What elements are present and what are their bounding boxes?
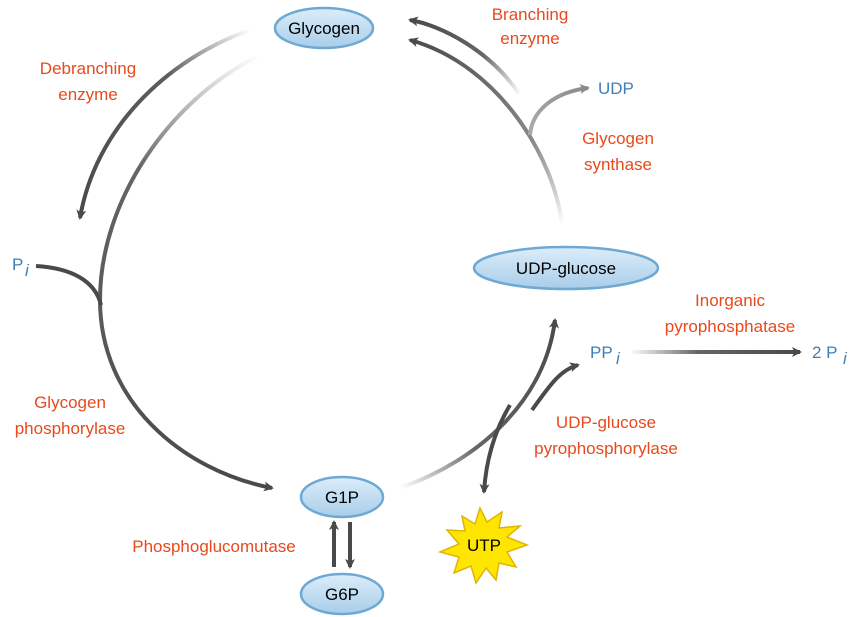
glycogen-label: Glycogen [288, 19, 360, 38]
utp-burst: UTP [437, 506, 530, 585]
svg-text:pyrophosphatase: pyrophosphatase [665, 317, 795, 336]
two-pi-label: 2 P i [812, 343, 848, 368]
svg-text:Glycogen: Glycogen [582, 129, 654, 148]
svg-text:PP: PP [590, 343, 613, 362]
glycogen-phosphorylase-label: Glycogen phosphorylase [15, 393, 126, 438]
svg-text:phosphorylase: phosphorylase [15, 419, 126, 438]
debranching-enzyme-label: Debranching enzyme [40, 59, 136, 104]
glycogen-phosphorylase-arrow [97, 54, 274, 492]
udp-release-arrow [528, 84, 590, 136]
udp-glucose-pyrophosphorylase-label: UDP-glucose pyrophosphorylase [534, 413, 678, 458]
svg-text:UDP-glucose: UDP-glucose [556, 413, 656, 432]
pi-label: P i [12, 255, 30, 280]
ppi-label: PP i [590, 343, 621, 368]
svg-text:pyrophosphorylase: pyrophosphorylase [534, 439, 678, 458]
svg-text:Branching: Branching [492, 5, 569, 24]
svg-text:synthase: synthase [584, 155, 652, 174]
svg-text:enzyme: enzyme [500, 29, 560, 48]
udp-glucose-node: UDP-glucose [472, 245, 660, 291]
g6p-label: G6P [325, 585, 359, 604]
utp-label: UTP [467, 536, 501, 555]
ppi-release-arrow [530, 362, 580, 412]
g1p-node: G1P [299, 475, 385, 519]
svg-text:Glycogen: Glycogen [34, 393, 106, 412]
glycogen-node: Glycogen [273, 6, 375, 50]
svg-text:2 P: 2 P [812, 343, 838, 362]
utp-input-arrow [479, 403, 512, 494]
branching-enzyme-label: Branching enzyme [492, 5, 569, 48]
udp-label: UDP [598, 79, 634, 98]
g6p-node: G6P [299, 572, 385, 616]
glycogen-synthase-arrow [408, 37, 564, 226]
svg-text:P: P [12, 255, 23, 274]
g1p-label: G1P [325, 488, 359, 507]
svg-text:i: i [25, 261, 30, 280]
pi-input-arrow [35, 264, 103, 306]
svg-text:i: i [843, 349, 848, 368]
svg-text:Debranching: Debranching [40, 59, 136, 78]
utp-starburst-icon [437, 506, 530, 585]
phosphoglucomutase-label: Phosphoglucomutase [132, 537, 296, 556]
glycogen-synthase-label: Glycogen synthase [582, 129, 654, 174]
udp-glucose-label: UDP-glucose [516, 259, 616, 278]
debranching-arrow [76, 28, 251, 220]
svg-text:i: i [616, 349, 621, 368]
svg-text:enzyme: enzyme [58, 85, 118, 104]
svg-text:Inorganic: Inorganic [695, 291, 765, 310]
inorganic-pyrophosphatase-label: Inorganic pyrophosphatase [665, 291, 795, 336]
branching-enzyme-arrow [408, 16, 522, 97]
g1p-to-udp-glucose-arrow [399, 318, 559, 490]
